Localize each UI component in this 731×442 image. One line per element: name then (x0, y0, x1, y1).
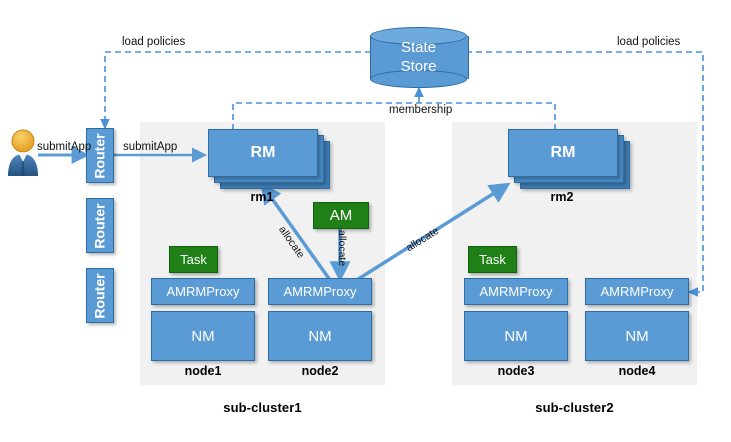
node2-amrmproxy-label: AMRMProxy (283, 284, 357, 299)
node4-nm-box[interactable]: NM (585, 311, 689, 361)
node3-amrmproxy-box[interactable]: AMRMProxy (464, 278, 568, 305)
node3-task-box[interactable]: Task (468, 246, 517, 273)
state-store-label-line2: Store (400, 57, 437, 75)
rm1-name-label: rm1 (250, 190, 274, 204)
node3-label: node3 (497, 364, 535, 378)
edge-label-submitapp-user: submitApp (37, 141, 92, 153)
edge-label-load-policies-left: load policies (122, 36, 186, 48)
sub-cluster2-label: sub-cluster2 (535, 400, 614, 415)
node1-amrmproxy-label: AMRMProxy (166, 284, 240, 299)
edge-proxy-to-rm2-allocate (351, 182, 511, 285)
state-store[interactable]: State Store (370, 27, 469, 88)
am-label: AM (329, 207, 353, 224)
edge-proxy-to-rm1-allocate (260, 182, 332, 282)
node4-amrmproxy-label: AMRMProxy (600, 284, 674, 299)
state-store-label-line1: State (400, 38, 437, 56)
edge-load-policies-right (466, 51, 704, 297)
state-store-label: State Store (370, 27, 467, 88)
am-box[interactable]: AM (313, 202, 369, 229)
router-2[interactable]: Router (86, 198, 114, 253)
node3-task-label: Task (479, 252, 506, 267)
node1-amrmproxy-box[interactable]: AMRMProxy (151, 278, 255, 305)
rm1-label: RM (250, 144, 276, 161)
edge-label-membership: membership (389, 104, 453, 116)
node4-nm-label: NM (625, 327, 649, 345)
sub-cluster1-label: sub-cluster1 (223, 400, 302, 415)
node3-nm-label: NM (504, 327, 528, 345)
router-2-label: Router (92, 202, 108, 249)
router-1-label: Router (92, 132, 108, 179)
node2-nm-box[interactable]: NM (268, 311, 372, 361)
edge-membership (232, 86, 556, 130)
node3-nm-box[interactable]: NM (464, 311, 568, 361)
rm1-box[interactable]: RM (208, 129, 318, 177)
node1-task-box[interactable]: Task (169, 246, 218, 273)
rm2-label: RM (550, 144, 576, 161)
state-store-bottom-ellipse (370, 70, 467, 88)
node1-nm-box[interactable]: NM (151, 311, 255, 361)
node2-amrmproxy-box[interactable]: AMRMProxy (268, 278, 372, 305)
node4-amrmproxy-box[interactable]: AMRMProxy (585, 278, 689, 305)
rm1-stack[interactable]: RM (208, 129, 330, 189)
node1-task-label: Task (180, 252, 207, 267)
node4-label: node4 (618, 364, 656, 378)
node1-nm-label: NM (191, 327, 215, 345)
state-store-top-ellipse (370, 27, 467, 45)
node2-label: node2 (301, 364, 339, 378)
edge-label-load-policies-right: load policies (617, 36, 681, 48)
rm2-stack[interactable]: RM (508, 129, 630, 189)
edge-label-submitapp-router: submitApp (123, 141, 178, 153)
router-3-label: Router (92, 272, 108, 319)
router-1[interactable]: Router (86, 128, 114, 183)
node1-label: node1 (184, 364, 222, 378)
edge-label-allocate-am-to-proxy: allocate (336, 230, 348, 267)
rm2-name-label: rm2 (550, 190, 574, 204)
rm2-box[interactable]: RM (508, 129, 618, 177)
edge-load-policies-left (100, 51, 371, 130)
router-3[interactable]: Router (86, 268, 114, 323)
user-icon (6, 128, 40, 178)
node2-nm-label: NM (308, 327, 332, 345)
node3-amrmproxy-label: AMRMProxy (479, 284, 553, 299)
